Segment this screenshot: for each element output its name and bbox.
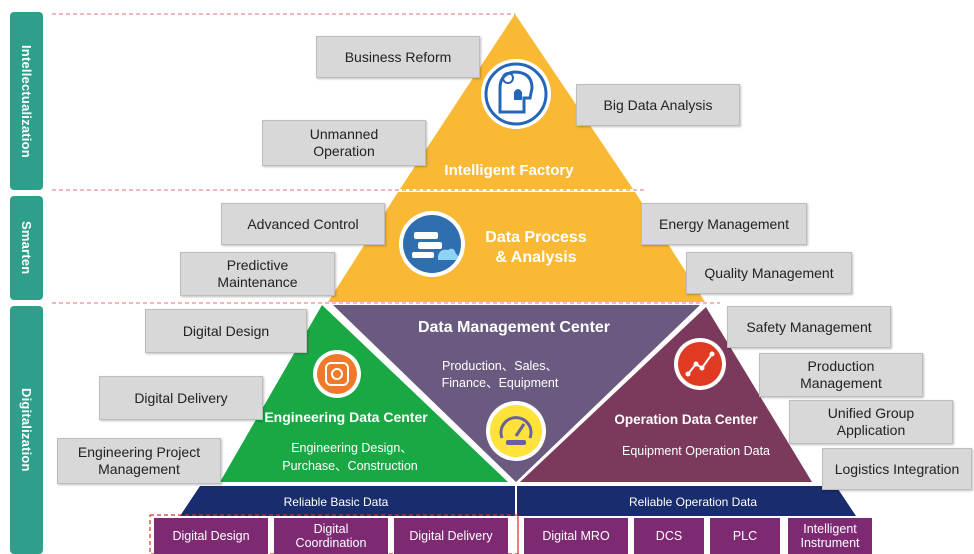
data-management-text-line2: Finance、Equipment: [442, 376, 559, 390]
data-management-text-line1: Production、Sales、: [442, 359, 558, 373]
bottom-box-digital-mro: Digital MRO: [524, 518, 628, 554]
engineering-text-line1: Engineering Design、: [291, 441, 413, 455]
bottom-box-dcs: DCS: [634, 518, 704, 554]
data-process-title-line1: Data Process: [485, 229, 586, 246]
data-management-center: [333, 305, 700, 482]
callout-advanced-control: Advanced Control: [221, 203, 385, 245]
callout-safety-management: Safety Management: [727, 306, 891, 348]
side-label-smarten: Smarten: [10, 196, 43, 300]
callout-quality-management: Quality Management: [686, 252, 852, 294]
callout-energy-management: Energy Management: [641, 203, 807, 245]
side-label-digitalization: Digitalization: [10, 306, 43, 554]
data-process-icon: [399, 211, 465, 277]
operation-text: Equipment Operation Data: [622, 444, 770, 458]
bottom-box-digital-delivery: Digital Delivery: [394, 518, 508, 554]
operation-data-center-title: Operation Data Center: [614, 412, 758, 427]
callout-business-reform: Business Reform: [316, 36, 480, 78]
gauge-icon: [486, 401, 546, 461]
factory-head-icon: [481, 59, 551, 129]
engineering-data-center-title: Engineering Data Center: [264, 409, 428, 425]
callout-logistics-integration: Logistics Integration: [822, 448, 972, 490]
intelligent-factory-title: Intelligent Factory: [444, 162, 574, 179]
data-management-center-title: Data Management Center: [418, 319, 610, 336]
callout-digital-design: Digital Design: [145, 309, 307, 353]
reliable-data-base: [180, 486, 856, 516]
engineering-systems-frame: [149, 514, 519, 554]
side-label-intellectualization: Intellectualization: [10, 12, 43, 190]
bottom-box-digital-design: Digital Design: [154, 518, 268, 554]
gear-icon: [313, 350, 361, 398]
data-process-title-line2: & Analysis: [495, 249, 576, 266]
bottom-box-plc: PLC: [710, 518, 780, 554]
engineering-text-line2: Purchase、Construction: [282, 459, 418, 473]
reliable-basic-data-label: Reliable Basic Data: [284, 495, 389, 509]
engineering-data-center: [220, 305, 508, 482]
reliable-operation-data-label: Reliable Operation Data: [629, 495, 757, 509]
operation-data-center: [520, 307, 812, 482]
callout-digital-delivery: Digital Delivery: [99, 376, 263, 420]
callout-big-data-analysis: Big Data Analysis: [576, 84, 740, 126]
growth-chart-icon: [674, 338, 726, 390]
